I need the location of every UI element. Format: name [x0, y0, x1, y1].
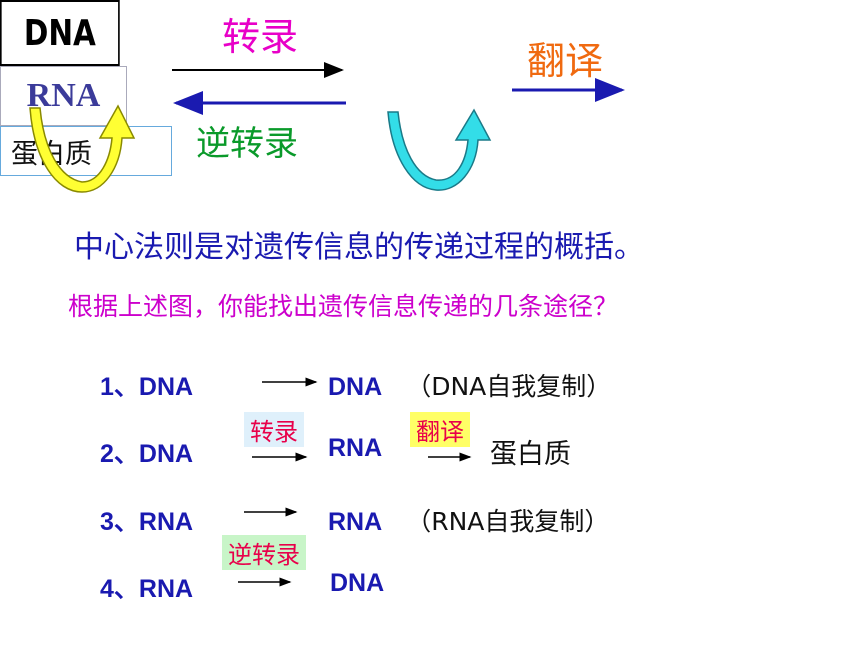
- pathway-2-target: RNA: [328, 434, 383, 462]
- pathway-1-note: （DNA自我复制）: [406, 372, 612, 401]
- pathway-2: 2、DNA: [100, 434, 193, 470]
- central-dogma-diagram: DNA RNA 蛋白质 转录 逆转录 翻译: [0, 0, 860, 193]
- pathway-3-source: 3、RNA: [100, 508, 194, 536]
- pathway-4-target: DNA: [330, 569, 385, 597]
- pathway-1-target: DNA: [328, 373, 382, 401]
- pathway-1-source: 1、DNA: [100, 373, 194, 401]
- rna-replication-arrow: [387, 108, 492, 191]
- pathway-3-note: （RNA自我复制）: [406, 507, 610, 536]
- pathway-1: 1、DNA: [100, 367, 193, 403]
- pathway-3-target: RNA: [328, 508, 382, 536]
- pathway-1-target-row: DNA （DNA自我复制）: [328, 367, 611, 403]
- pathway-arrows: [238, 377, 472, 587]
- pathway-4-source: 4、RNA: [100, 575, 194, 603]
- dna-replication-arrow: [29, 104, 136, 193]
- pathway-4: 4、RNA: [100, 569, 193, 605]
- translation-label: 翻译: [527, 39, 604, 83]
- question: 根据上述图，你能找出遗传信息传递的几条途径？: [68, 292, 619, 321]
- pathway-2-source: 2、DNA: [100, 440, 194, 468]
- pathway-2-translation-tag: 翻译: [410, 412, 470, 447]
- pathway-2-transcription-tag: 转录: [244, 412, 304, 447]
- reverse-transcription-label: 逆转录: [196, 124, 298, 164]
- statement: 中心法则是对遗传信息的传递过程的概括。: [74, 230, 644, 265]
- pathway-4-reverse-transcription-tag: 逆转录: [222, 535, 306, 570]
- pathway-3-target-row: RNA （RNA自我复制）: [328, 502, 609, 538]
- diagram-arrows: [29, 62, 625, 193]
- dna-box: DNA: [0, 0, 120, 66]
- transcription-label: 转录: [222, 15, 299, 59]
- pathway-2-product: 蛋白质: [490, 439, 571, 470]
- pathway-3: 3、RNA: [100, 502, 193, 538]
